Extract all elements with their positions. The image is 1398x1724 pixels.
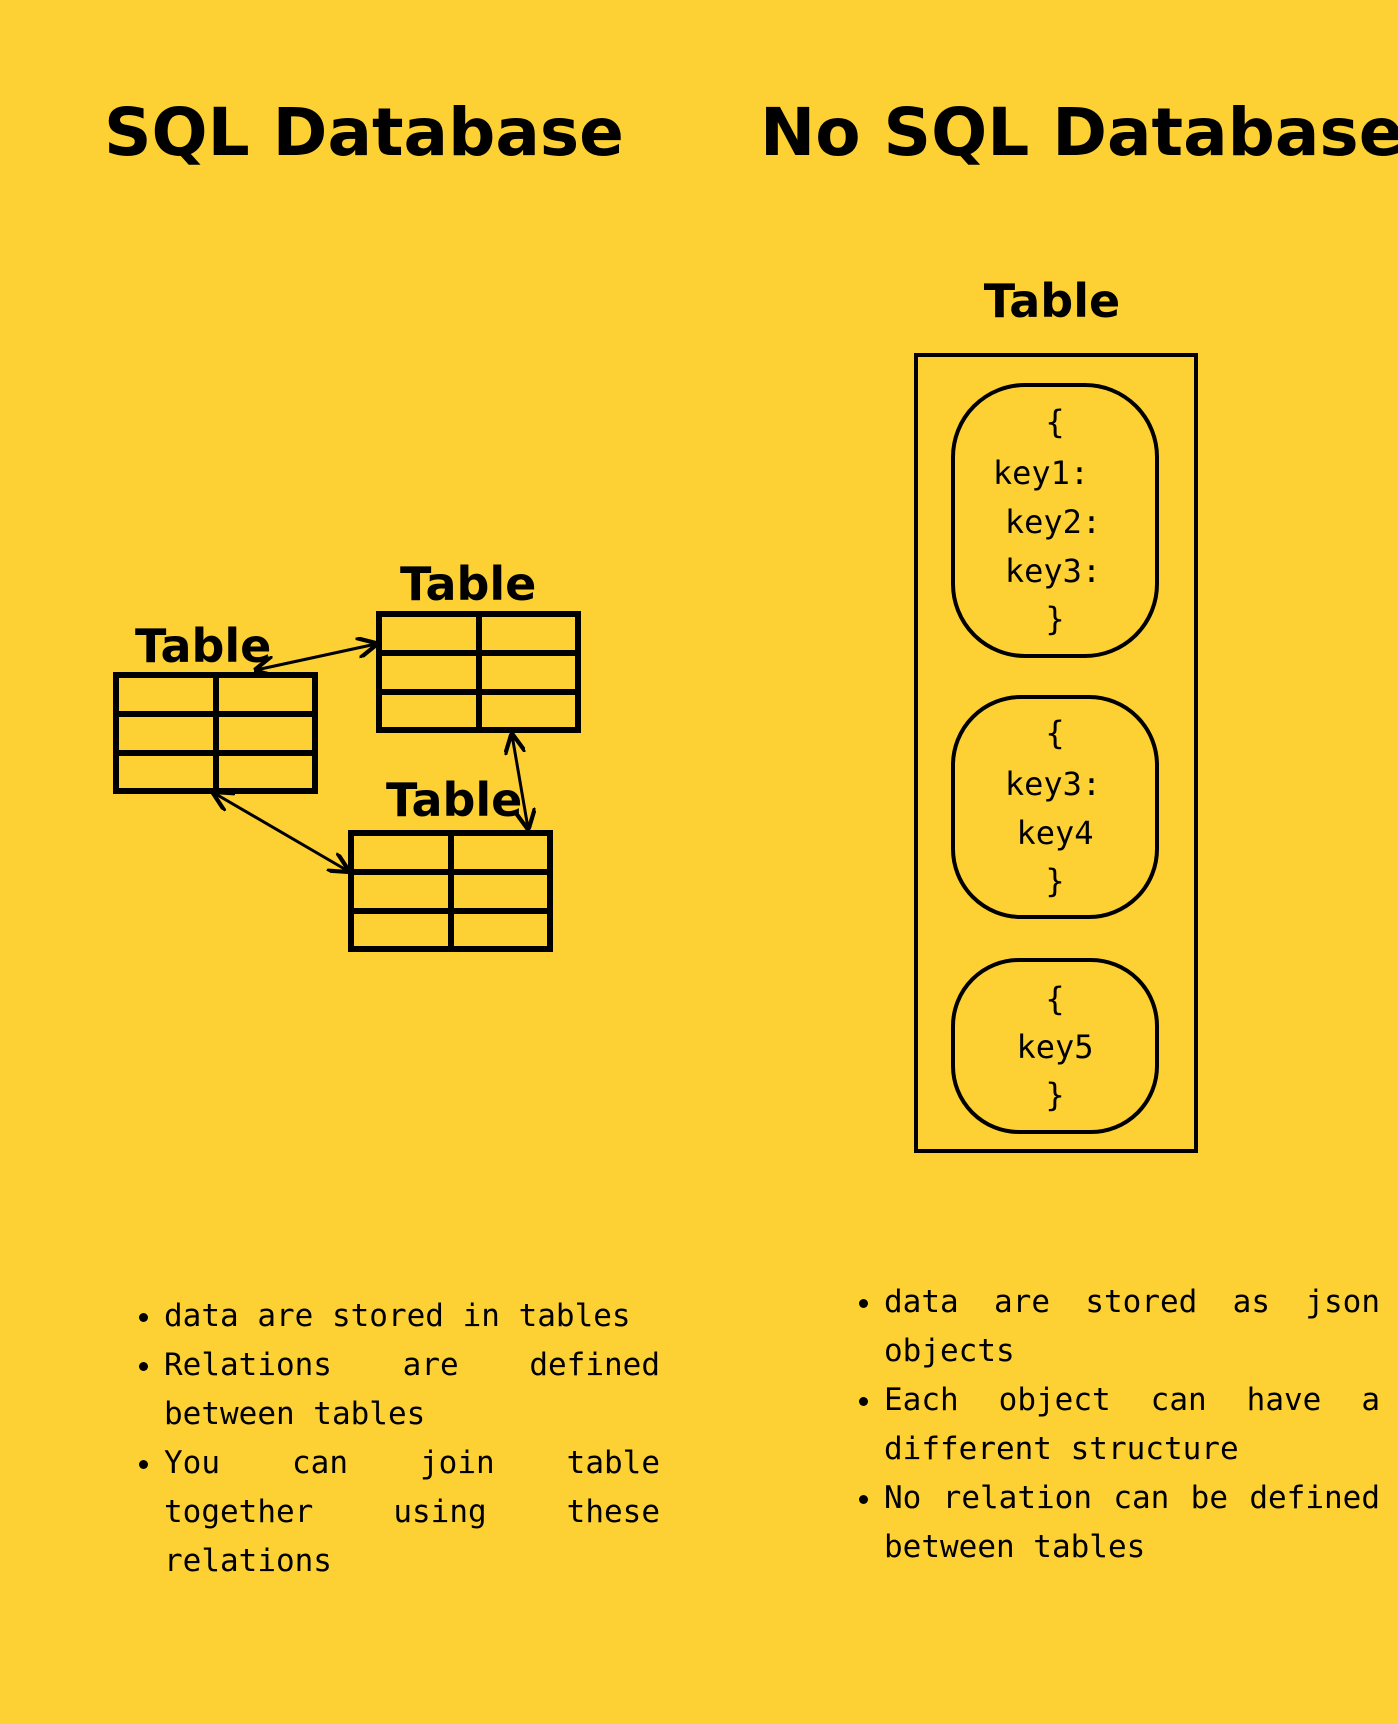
nosql-feature-item: data are stored as json objects: [884, 1278, 1380, 1376]
relation-arrow-top-bottom: [512, 735, 528, 828]
nosql-table-container: [914, 353, 1198, 1153]
json-brace-close: }: [1045, 600, 1064, 638]
json-brace-close: }: [1045, 862, 1064, 900]
nosql-features-list: data are stored as json objects Each obj…: [850, 1278, 1380, 1572]
json-object-3: { key5 }: [951, 958, 1159, 1134]
sql-feature-item: Relations are defined between tables: [164, 1341, 660, 1439]
sql-database-heading: SQL Database: [104, 94, 624, 171]
relation-arrow-left-top: [256, 644, 376, 670]
json-brace-open: {: [1045, 980, 1064, 1018]
relation-arrow-left-bottom: [214, 793, 348, 871]
json-key: key5: [1016, 1028, 1093, 1066]
sql-features-list: data are stored in tables Relations are …: [130, 1292, 660, 1586]
sql-table-grid-left: [113, 672, 318, 794]
sql-table-grid-bottom: [348, 830, 553, 952]
nosql-feature-item: No relation can be defined between table…: [884, 1474, 1380, 1572]
nosql-table-label: Table: [984, 274, 1120, 328]
sql-feature-item: You can join table together using these …: [164, 1439, 660, 1586]
sql-table-grid-top: [376, 611, 581, 733]
json-key: key4: [1016, 814, 1093, 852]
nosql-database-heading: No SQL Database: [760, 94, 1398, 171]
json-key: key3:: [1005, 552, 1101, 590]
json-object-1: { key1: key2: key3: }: [951, 383, 1159, 658]
sql-table-label-bottom: Table: [386, 773, 522, 827]
json-key: key2:: [1005, 503, 1101, 541]
json-brace-close: }: [1045, 1076, 1064, 1114]
sql-table-label-top: Table: [400, 557, 536, 611]
nosql-feature-item: Each object can have a different structu…: [884, 1376, 1380, 1474]
json-key: key1:: [993, 454, 1089, 492]
json-key: key3:: [1005, 765, 1101, 803]
sql-feature-item: data are stored in tables: [164, 1292, 660, 1341]
json-brace-open: {: [1045, 403, 1064, 441]
sql-table-label-left: Table: [135, 619, 271, 673]
json-object-2: { key3: key4 }: [951, 695, 1159, 919]
json-brace-open: {: [1045, 714, 1064, 752]
